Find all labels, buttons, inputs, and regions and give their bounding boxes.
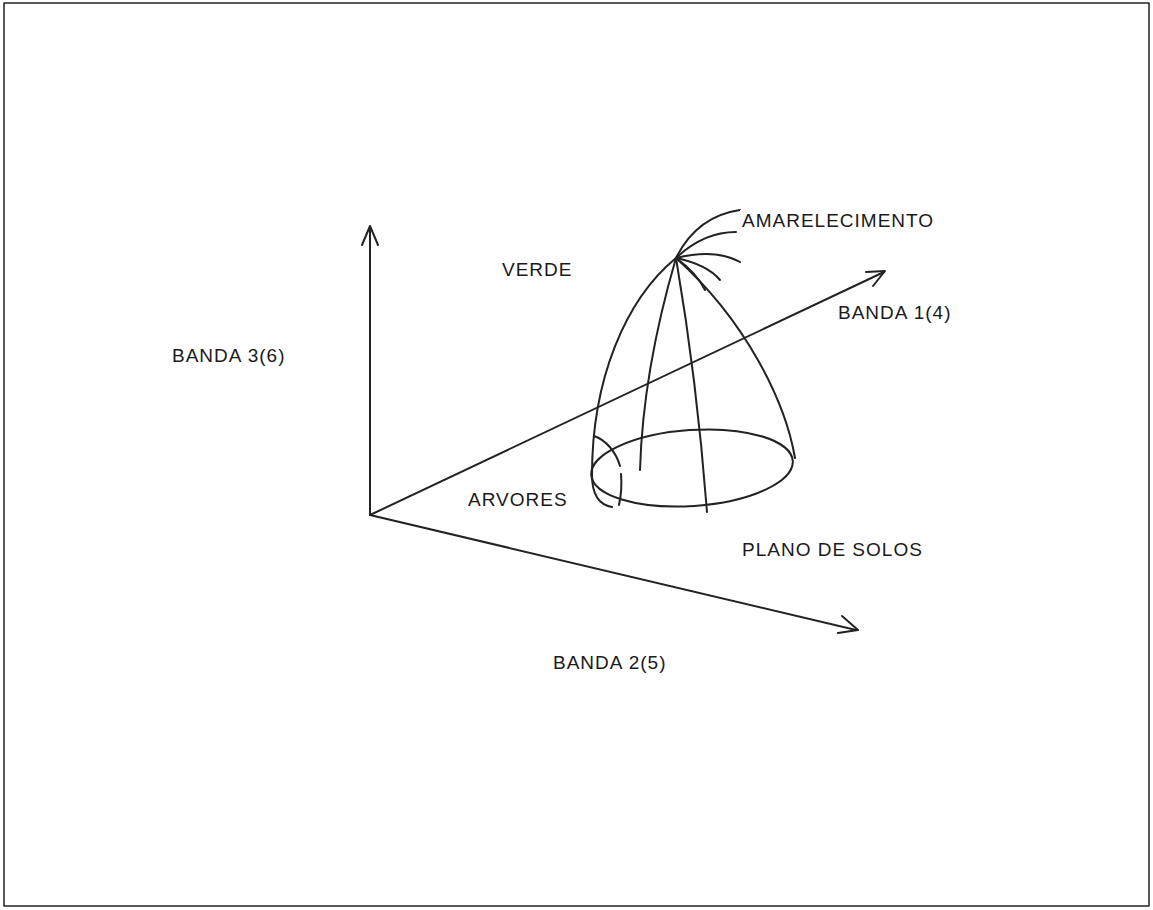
yellowing-curve [676, 258, 720, 280]
axis-label: BANDA 3(6) [170, 345, 287, 367]
cone-line [640, 258, 676, 470]
arrow-head [362, 226, 378, 245]
green-curve [592, 475, 612, 507]
cone-line [676, 258, 707, 512]
axis-band-1 [370, 272, 884, 515]
green-label: VERDE [500, 259, 574, 281]
trees-label: ARVORES [466, 489, 570, 511]
yellowing-label: AMARELECIMENTO [740, 210, 936, 232]
arrow-head [838, 616, 858, 633]
yellowing-curve [676, 258, 705, 290]
green-curve [592, 258, 676, 475]
trees-arc [594, 436, 620, 466]
trees-arc [619, 474, 621, 505]
axis-label: BANDA 2(5) [551, 652, 668, 674]
axis-band-2 [370, 515, 856, 630]
axis-band-3 [369, 228, 371, 515]
frame [4, 3, 1149, 906]
arrow-head [866, 271, 885, 286]
yellowing-curve [676, 210, 740, 258]
soil-plane-label: PLANO DE SOLOS [740, 539, 925, 561]
cone-edge [676, 258, 795, 458]
soil-plane [589, 423, 796, 513]
axis-label: BANDA 1(4) [836, 302, 953, 324]
